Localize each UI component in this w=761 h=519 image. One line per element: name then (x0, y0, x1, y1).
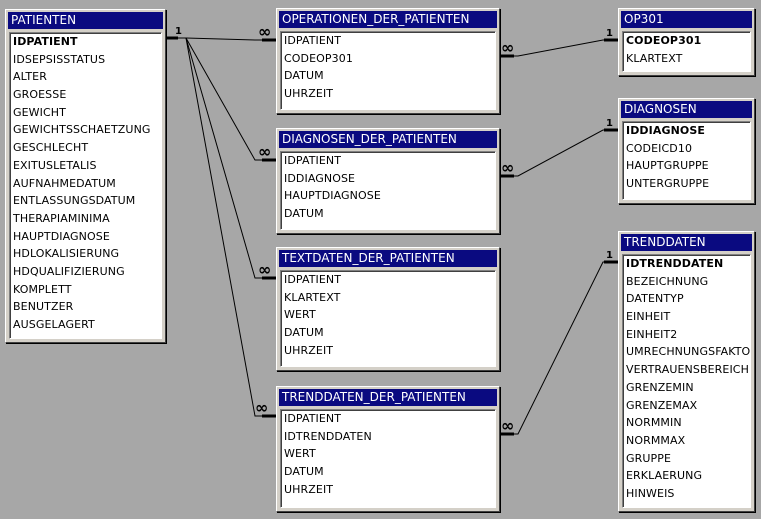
many-marker-diagnosen-pat-right: ∞ (501, 158, 514, 177)
field-row[interactable]: ENTLASSUNGSDATUM (13, 194, 136, 208)
field-row[interactable]: IDDIAGNOSE (284, 171, 356, 185)
field-row[interactable]: KLARTEXT (626, 51, 683, 65)
table-title[interactable]: DIAGNOSEN (621, 101, 752, 118)
table-trenddaten[interactable]: TRENDDATEN IDTRENDDATEN BEZEICHNUNG DATENT… (618, 231, 755, 512)
field-row[interactable]: HAUPTDIAGNOSE (13, 229, 110, 243)
many-marker-operationen: ∞ (258, 22, 271, 41)
many-marker-trenddaten-pat-right: ∞ (501, 416, 514, 435)
field-row[interactable]: DATUM (284, 465, 324, 479)
field-row[interactable]: EXITUSLETALIS (13, 158, 97, 172)
field-row[interactable]: IDPATIENT (284, 34, 342, 47)
table-title[interactable]: TRENDDATEN (621, 234, 752, 251)
field-row[interactable]: IDTRENDDATEN (284, 429, 372, 443)
field-row[interactable]: ERKLAERUNG (626, 469, 703, 483)
field-row[interactable]: AUSGELAGERT (13, 318, 95, 331)
table-trenddaten-der-patienten[interactable]: TRENDDATEN_DER_PATIENTEN IDPATIENT IDTREN… (276, 386, 500, 512)
field-row[interactable]: VERTRAUENSBEREICH (626, 363, 749, 377)
rel-line-diagnosen (500, 129, 618, 177)
field-list[interactable]: IDPATIENT KLARTEXT WERT DATUM UHRZEIT (280, 270, 496, 367)
field-row[interactable]: IDPATIENT (284, 412, 342, 425)
field-row[interactable]: UMRECHNUNGSFAKTOR (626, 345, 750, 359)
field-row[interactable]: HAUPTDIAGNOSE (284, 189, 381, 203)
field-row[interactable]: CODEOP301 (284, 51, 353, 65)
one-marker-trenddaten: 1 (606, 250, 613, 261)
primary-key-field[interactable]: IDTRENDDATEN (626, 257, 724, 270)
rel-line-trenddaten (500, 261, 618, 435)
table-patienten[interactable]: PATIENTEN IDPATIENT IDSEPSISSTATUS ALTER GR… (5, 9, 166, 343)
field-row[interactable]: KOMPLETT (13, 282, 72, 296)
field-row[interactable]: GEWICHT (13, 105, 66, 119)
field-row[interactable]: UHRZEIT (284, 87, 334, 101)
primary-key-field[interactable]: IDPATIENT (13, 35, 78, 48)
many-marker-operationen-right: ∞ (501, 38, 514, 57)
field-row[interactable]: GESCHLECHT (13, 141, 89, 155)
table-title[interactable]: TEXTDATEN_DER_PATIENTEN (279, 250, 497, 267)
many-marker-textdaten: ∞ (258, 260, 271, 279)
field-row[interactable]: HAUPTGRUPPE (626, 159, 709, 173)
rel-line-op301 (500, 39, 618, 57)
one-marker-patienten: 1 (175, 26, 182, 37)
field-row[interactable]: UHRZEIT (284, 482, 334, 496)
field-row[interactable]: IDSEPSISSTATUS (13, 52, 106, 66)
field-row[interactable]: GEWICHTSSCHAETZUNG (13, 123, 151, 137)
field-row[interactable]: UNTERGRUPPE (626, 177, 710, 191)
field-row[interactable]: UHRZEIT (284, 343, 334, 357)
rel-line-patient-trenddaten (185, 37, 276, 417)
field-list[interactable]: IDPATIENT IDTRENDDATEN WERT DATUM UHRZEIT (280, 409, 496, 508)
table-textdaten-der-patienten[interactable]: TEXTDATEN_DER_PATIENTEN IDPATIENT KLARTEX… (276, 247, 500, 371)
field-row[interactable]: GRUPPE (626, 451, 672, 465)
rel-line-patient-operationen (166, 37, 276, 41)
field-row[interactable]: KLARTEXT (284, 290, 341, 304)
rel-line-patient-textdaten (185, 37, 276, 279)
field-row[interactable]: BEZEICHNUNG (626, 274, 709, 288)
field-row[interactable]: DATENTYP (626, 292, 684, 306)
table-title[interactable]: DIAGNOSEN_DER_PATIENTEN (279, 131, 497, 148)
field-row[interactable]: IDPATIENT (284, 273, 342, 286)
field-row[interactable]: ALTER (13, 70, 47, 84)
one-marker-diagnosen: 1 (606, 118, 613, 129)
field-row[interactable]: EINHEIT2 (626, 327, 678, 341)
table-title[interactable]: TRENDDATEN_DER_PATIENTEN (279, 389, 497, 406)
field-list[interactable]: IDTRENDDATEN BEZEICHNUNG DATENTYP EINHEIT EI… (622, 254, 751, 508)
field-row[interactable]: THERAPIAMINIMA (13, 211, 110, 225)
field-row[interactable]: NORMMIN (626, 416, 682, 430)
field-row[interactable]: IDPATIENT (284, 154, 342, 167)
field-row[interactable]: HDLOKALISIERUNG (13, 247, 120, 261)
primary-key-field[interactable]: CODEOP301 (626, 34, 702, 47)
table-diagnosen-der-patienten[interactable]: DIAGNOSEN_DER_PATIENTEN IDPATIENT IDDIAGN… (276, 128, 500, 234)
table-title[interactable]: PATIENTEN (8, 12, 163, 29)
many-marker-diagnosen-pat: ∞ (258, 142, 271, 161)
field-row[interactable]: DATUM (284, 207, 324, 221)
primary-key-field[interactable]: IDDIAGNOSE (626, 124, 705, 137)
field-row[interactable]: GRENZEMAX (626, 398, 698, 412)
field-row[interactable]: NORMMAX (626, 433, 686, 447)
table-title[interactable]: OP301 (621, 11, 752, 28)
rel-line-patient-diagnosen (185, 37, 276, 161)
table-operationen-der-patienten[interactable]: OPERATIONEN_DER_PATIENTEN IDPATIENT CODEO… (276, 8, 500, 114)
many-marker-trenddaten-pat: ∞ (255, 398, 268, 417)
field-row[interactable]: GROESSE (13, 88, 67, 102)
field-row[interactable]: WERT (284, 308, 316, 322)
field-row[interactable]: HINWEIS (626, 486, 675, 500)
field-row[interactable]: CODEICD10 (626, 141, 693, 155)
field-row[interactable]: EINHEIT (626, 310, 671, 324)
field-row[interactable]: HDQUALIFIZIERUNG (13, 264, 125, 278)
field-list[interactable]: IDPATIENT IDSEPSISSTATUS ALTER GROESSE GEWIC… (9, 32, 162, 339)
one-marker-op301: 1 (606, 28, 613, 39)
field-row[interactable]: BENUTZER (13, 300, 74, 314)
field-row[interactable]: GRENZEMIN (626, 380, 694, 394)
table-title[interactable]: OPERATIONEN_DER_PATIENTEN (279, 11, 497, 28)
field-list[interactable]: IDPATIENT IDDIAGNOSE HAUPTDIAGNOSE DATUM (280, 151, 496, 230)
field-row[interactable]: DATUM (284, 69, 324, 83)
field-row[interactable]: WERT (284, 447, 316, 461)
field-row[interactable]: DATUM (284, 326, 324, 340)
field-row[interactable]: AUFNAHMEDATUM (13, 176, 116, 190)
